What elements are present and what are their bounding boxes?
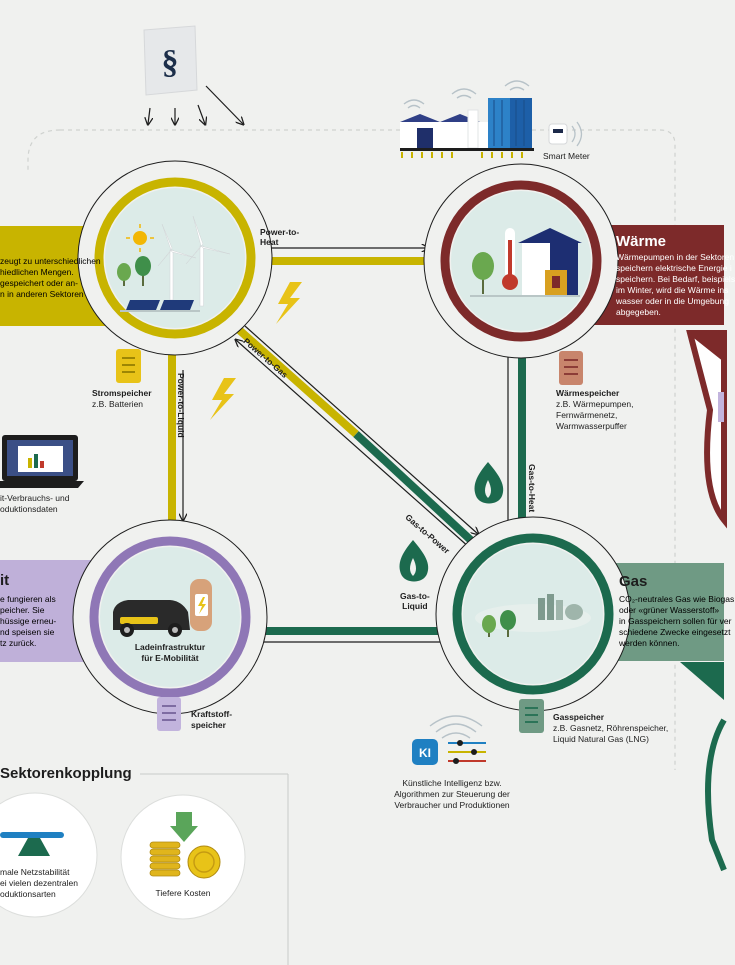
flame-icon (399, 540, 429, 582)
coins-icon (149, 812, 221, 879)
ki-icon: KI (412, 715, 483, 765)
svg-text:KI: KI (419, 746, 431, 760)
strom-mobilitaet-link (168, 320, 176, 540)
battery-storage-icon (116, 349, 141, 383)
gas-to-liquid-label: Gas-to- Liquid (400, 591, 430, 611)
mobilitaet-description: e fungieren als peicher. Sie hüssige ern… (0, 594, 57, 648)
gas-mobilitaet-link (240, 627, 470, 635)
gas-storage-label: Gasspeicher z.B. Gasnetz, Röhrenspeicher… (553, 712, 669, 744)
gas-storage-icon (519, 699, 544, 733)
benefit-circle-costs (120, 794, 246, 920)
arrow-power-to-gas (244, 325, 478, 534)
gas-title: Gas (619, 573, 648, 590)
fuel-storage-label: Kraftstoff- speicher (191, 709, 233, 730)
benefit-costs-label: Tiefere Kosten (155, 888, 211, 898)
strom-waerme-link (232, 257, 466, 265)
tree-icon (117, 256, 151, 286)
solar-panel-icon (126, 300, 194, 310)
wind-turbine-icon (157, 215, 231, 307)
section-title: Sektorenkopplung (0, 765, 132, 782)
mobilitaet-title: it (0, 572, 10, 589)
house-icon (518, 228, 582, 243)
tree-icon (482, 610, 516, 637)
gas-tanks-icon (538, 594, 583, 620)
dashed-frame-top (60, 129, 676, 770)
smart-meter-icon (548, 121, 583, 147)
strom-circle (77, 160, 273, 356)
gas-description: CO₂-neutrales Gas wie Biogas oder «grüne… (619, 594, 735, 648)
charging-infrastructure-label: Ladeinfrastruktur für E-Mobilität (134, 642, 206, 663)
gas-funnel (680, 662, 724, 700)
lightning-icon (210, 378, 236, 420)
factory-illustration (400, 80, 534, 158)
data-label: it-Verbrauchs- und oduktionsdaten (0, 493, 70, 514)
arrow-gas-to-power (236, 340, 471, 549)
fuel-storage-icon (157, 697, 181, 731)
laptop-icon (0, 435, 84, 488)
power-to-liquid-label: Power-to-Liquid (176, 373, 186, 438)
sliders-icon (448, 740, 486, 764)
strom-description: zeugt zu unterschiedlichen hiedlichen Me… (0, 256, 101, 299)
heat-storage-icon (559, 351, 583, 385)
waerme-title: Wärme (616, 233, 667, 250)
ki-label: Künstliche Intelligenz bzw. Algorithmen … (394, 778, 510, 810)
smart-meter-label: Smart Meter (543, 151, 590, 161)
flame-icon (474, 462, 504, 504)
sun-icon (133, 231, 147, 245)
waerme-funnel (690, 335, 724, 362)
power-to-heat-label: Power-to- Heat (260, 227, 300, 247)
dashed-frame-left (27, 129, 61, 170)
strom-storage-label: Stromspeicher z.B. Batterien (92, 388, 152, 409)
gas-to-heat-label: Gas-to-Heat (527, 464, 537, 513)
balance-icon (0, 832, 64, 856)
gas-shape (705, 718, 727, 872)
mobilitaet-circle (72, 519, 268, 715)
diagonal-yellow (225, 317, 359, 437)
waerme-description: Wärmepumpen in der Sektoren speichern el… (616, 252, 735, 317)
waerme-storage-label: Wärmespeicher z.B. Wärmepumpen, Fernwärm… (556, 388, 634, 431)
waerme-circle (423, 163, 619, 359)
paragraph-icon: § (143, 25, 198, 96)
gas-circle (435, 516, 631, 712)
svg-text:§: § (162, 44, 179, 81)
heat-pump-shape (686, 330, 727, 529)
diagonal-green (353, 431, 491, 559)
regulation-arrows (148, 85, 243, 124)
gas-waerme-link (518, 320, 526, 540)
benefit-stability-label: male Netzstabilität ei vielen dezentrale… (0, 867, 78, 899)
device-icon (718, 392, 724, 422)
lightning-icon (276, 282, 302, 324)
